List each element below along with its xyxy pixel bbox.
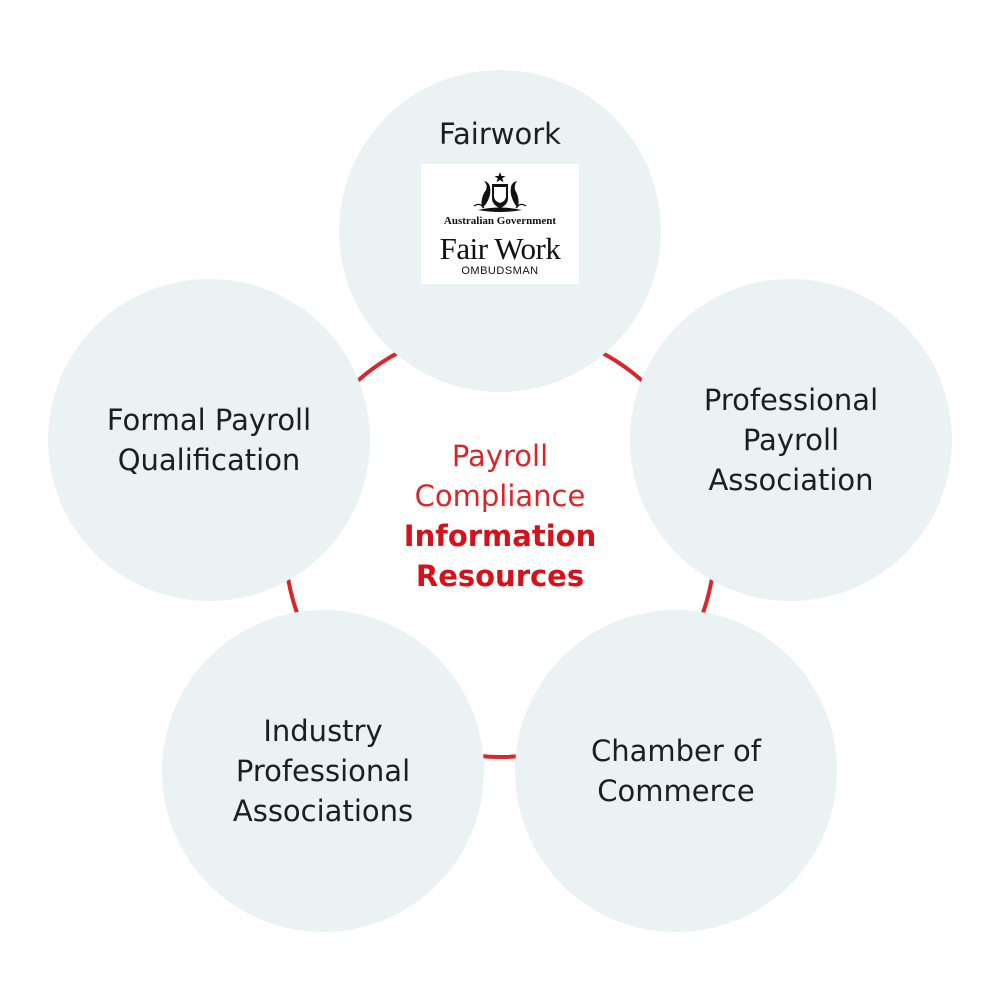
node-fairwork-label: Fairwork [439, 117, 561, 151]
center-title: Payroll Compliance Information Resources [360, 436, 640, 596]
node-fairwork: Fairwork Australian Government Fair Work… [339, 70, 661, 392]
logo-ombudsman-text: OMBUDSMAN [461, 265, 539, 277]
node-professional-payroll-association: Professional Payroll Association [630, 279, 952, 601]
coat-of-arms-icon [473, 172, 527, 212]
center-line-3: Information [403, 519, 597, 553]
node-line: Associations [232, 794, 414, 828]
node-line: Professional [235, 754, 411, 788]
node-line: Chamber of [591, 734, 761, 768]
center-line-1: Payroll [451, 439, 549, 473]
node-line: Association [708, 463, 874, 497]
logo-government-text: Australian Government [443, 215, 557, 227]
logo-fair-work-text: Fair Work [439, 231, 561, 266]
node-line: Formal Payroll [106, 403, 312, 437]
fair-work-ombudsman-logo: Australian Government Fair Work OMBUDSMA… [421, 164, 579, 284]
center-line-2: Compliance [414, 479, 586, 513]
node-line: Commerce [597, 774, 755, 808]
node-line: Professional [703, 383, 879, 417]
node-formal-payroll-qualification: Formal Payroll Qualification [48, 279, 370, 601]
center-line-4: Resources [415, 559, 585, 593]
node-industry-professional-associations: Industry Professional Associations [162, 610, 484, 932]
node-line: Qualification [117, 443, 301, 477]
node-line: Payroll [742, 423, 840, 457]
node-chamber-of-commerce: Chamber of Commerce [515, 610, 837, 932]
node-line: Industry [263, 714, 383, 748]
